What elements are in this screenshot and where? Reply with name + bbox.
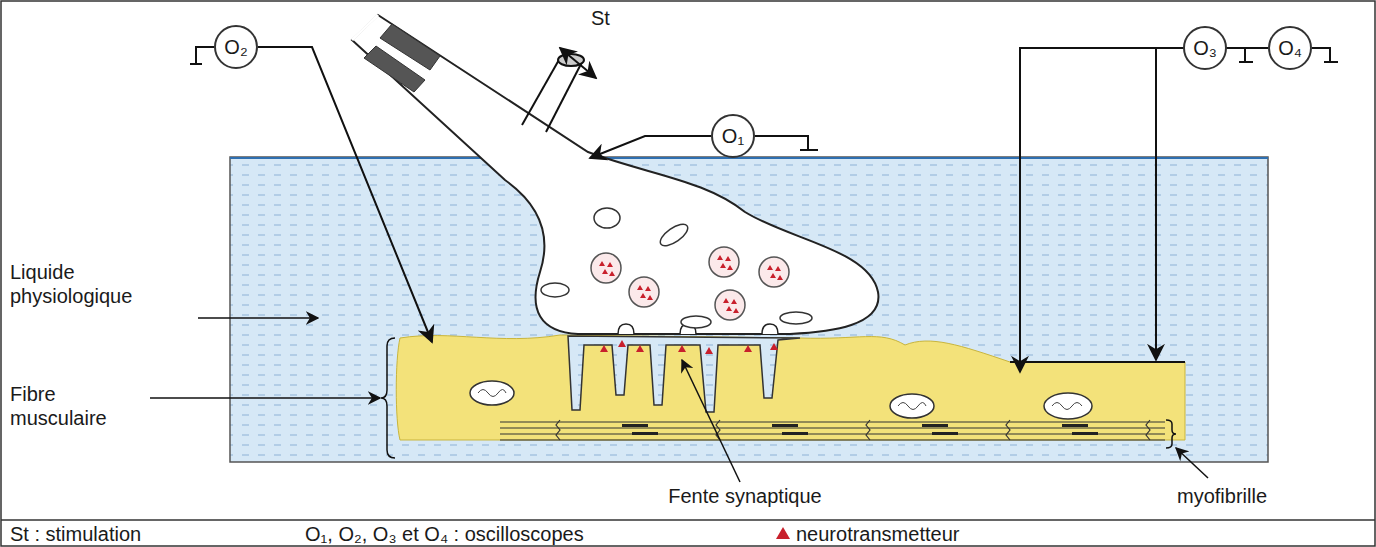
oscilloscope-circle: O₃ [1183,26,1227,70]
region-label: Liquide physiologique [10,260,195,308]
oscilloscope-circle: O₁ [711,114,755,158]
oscilloscope-label: O₃ [1193,37,1217,60]
stimulation-label: St [591,6,610,30]
part-label: myofibrille [1177,484,1267,508]
legend-note: St : stimulation [10,522,141,546]
oscilloscope-label: O₄ [1278,37,1302,60]
region-label: Fibre musculaire [10,382,145,430]
oscilloscope-label: O₁ [722,125,744,148]
oscilloscope-label: O₂ [224,36,247,59]
oscilloscope-circle: O₂ [214,25,258,69]
legend-note: O₁, O₂, O₃ et O₄ : oscilloscopes [305,522,584,546]
legend-sample [776,527,790,539]
oscilloscope-circle: O₄ [1268,26,1312,70]
part-label: Fente synaptique [668,484,821,508]
legend-text: neurotransmetteur [796,522,959,546]
